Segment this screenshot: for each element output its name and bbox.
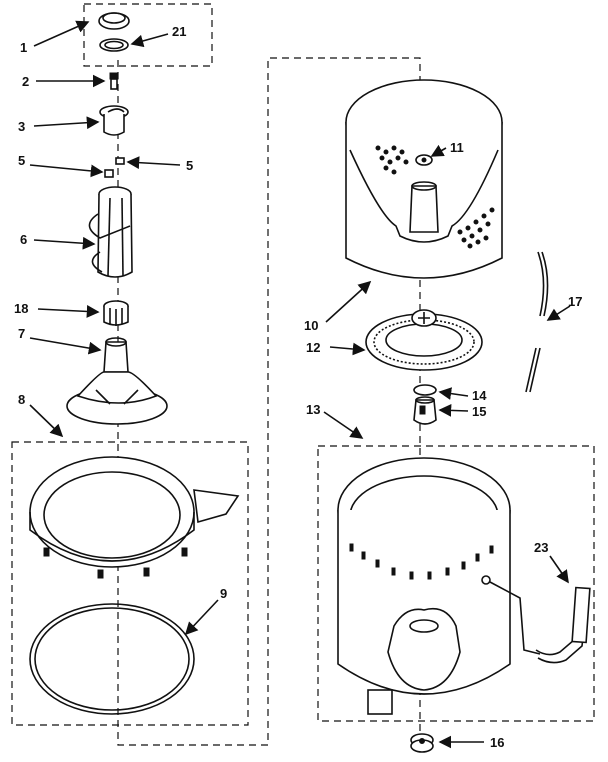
part-3-cam: [99, 105, 129, 136]
part-17-hose: [525, 251, 549, 393]
part-18-clutch: [103, 300, 129, 326]
label-part-18: 18: [14, 301, 28, 316]
label-part-23: 23: [534, 540, 548, 555]
label-part-17: 17: [568, 294, 582, 309]
part-2-bolt: [109, 72, 119, 90]
part-14-ring: [413, 384, 437, 396]
label-part-9: 9: [220, 586, 227, 601]
basket-perforations-right: [457, 207, 495, 249]
part-9-seal-ring: [29, 603, 195, 715]
basket-perforations-left: [375, 145, 409, 175]
part-cap: [98, 12, 130, 30]
assembly-line: [117, 57, 421, 746]
label-part-14: 14: [472, 388, 487, 403]
label-part-16: 16: [490, 735, 504, 750]
part-21-seal: [99, 38, 129, 52]
label-part-11: 11: [450, 140, 464, 155]
part-6-auger: [88, 186, 133, 278]
label-part-10: 10: [304, 318, 318, 333]
part-15-coupling: [413, 396, 437, 425]
tub-vents: [349, 543, 494, 580]
part-12-hub: [365, 309, 483, 371]
part-11-nut: [415, 154, 433, 166]
label-part-5-left: 5: [18, 153, 25, 168]
part-23-drain-hose: [535, 586, 591, 664]
part-5-dog-right: [115, 157, 125, 165]
label-part-13: 13: [306, 402, 320, 417]
label-part-8: 8: [18, 392, 25, 407]
part-16-nut: [410, 733, 434, 753]
part-10-basket: [345, 79, 503, 279]
label-part-5-right: 5: [186, 158, 193, 173]
label-part-12: 12: [306, 340, 320, 355]
group-box-13: [317, 445, 595, 722]
label-part-21: 21: [172, 24, 186, 39]
part-13-outer-tub: [337, 457, 541, 715]
label-part-2: 2: [22, 74, 29, 89]
part-5-dog-left: [104, 169, 114, 178]
part-8-tub-ring: [29, 456, 240, 579]
label-part-6: 6: [20, 232, 27, 247]
label-part-1: 1: [20, 40, 27, 55]
label-part-3: 3: [18, 119, 25, 134]
label-part-7: 7: [18, 326, 25, 341]
leader-lines: [29, 20, 571, 749]
part-7-agitator-base: [66, 337, 168, 425]
group-box-1: [83, 3, 213, 67]
group-box-8: [11, 441, 249, 726]
label-part-15: 15: [472, 404, 486, 419]
